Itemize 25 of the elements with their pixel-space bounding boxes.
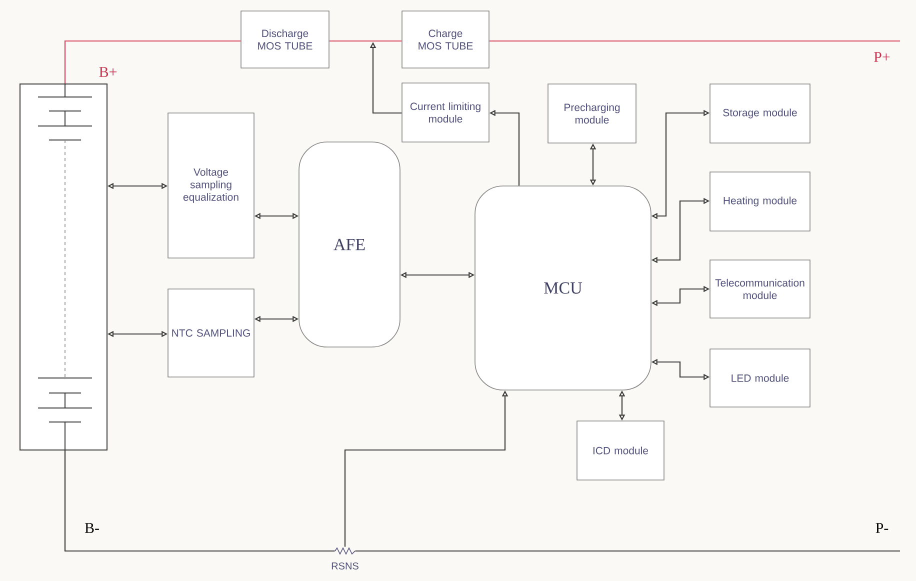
module-box: Current limiting module <box>402 82 490 142</box>
module-box: Voltage sampling equalization <box>168 112 254 258</box>
terminal-label: B+ <box>99 67 116 77</box>
wire <box>64 450 335 552</box>
module-box: ICD module <box>576 420 664 480</box>
chip-block: AFE <box>298 142 400 348</box>
module-box: Discharge MOS TUBE <box>240 10 330 68</box>
module-box: Storage module <box>710 84 810 144</box>
terminal-label: B- <box>84 523 99 533</box>
wire <box>329 40 402 42</box>
module-box: NTC SAMPLING <box>168 288 254 378</box>
resistor-label: RSNS <box>332 562 358 570</box>
wire <box>355 550 900 552</box>
wire <box>64 40 241 84</box>
module-box: Heating module <box>710 172 810 232</box>
wire <box>489 40 900 42</box>
chip-block: MCU <box>474 186 652 390</box>
terminal-label: P- <box>876 523 888 533</box>
battery-pack-drawing <box>20 84 108 450</box>
module-box: LED module <box>710 348 810 408</box>
terminal-label: P+ <box>874 52 890 62</box>
resistor-symbol <box>334 547 356 555</box>
module-box: Telecommunication module <box>710 260 810 318</box>
module-box: Precharging module <box>548 84 636 144</box>
module-box: Charge MOS TUBE <box>402 10 490 68</box>
